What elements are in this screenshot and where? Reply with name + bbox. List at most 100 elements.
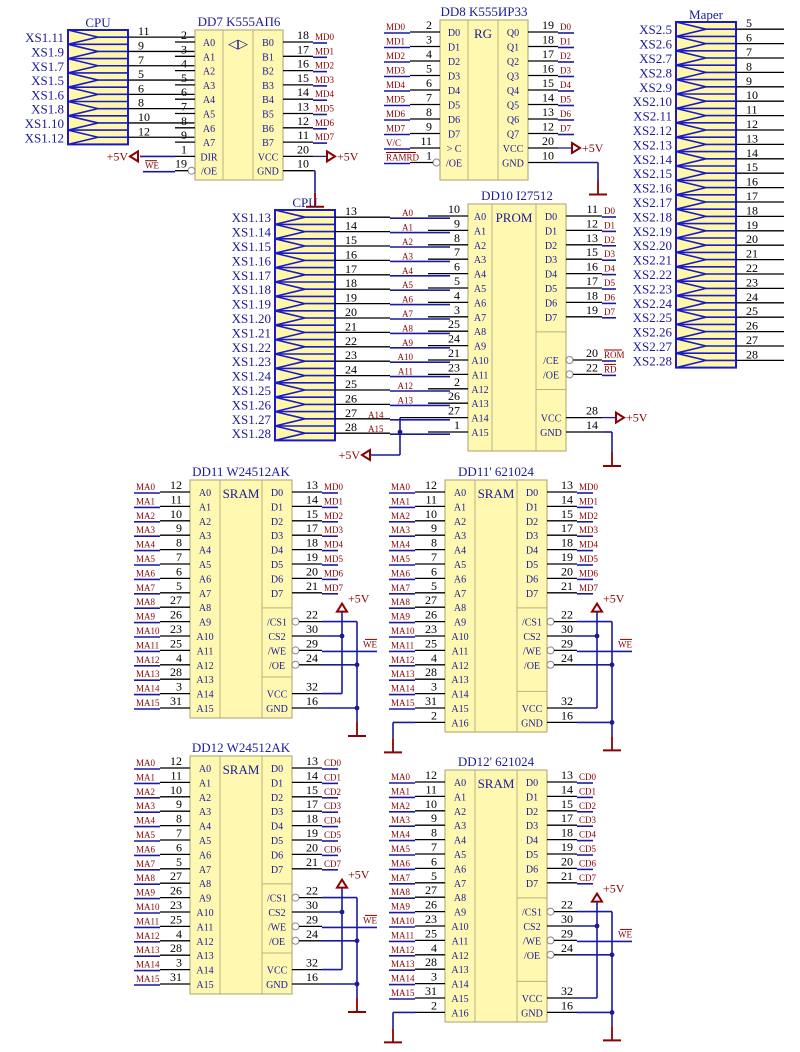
pin-name: /CE [543, 356, 559, 367]
pin-name: B0 [262, 38, 274, 49]
pin-number: 12 [542, 120, 554, 134]
inversion-bubble-icon [546, 646, 555, 655]
pin-name: GND [266, 980, 288, 991]
chip-function-label: SRAM [478, 776, 515, 791]
inversion-bubble-icon [546, 660, 555, 669]
pin-name: /CS1 [522, 618, 542, 629]
pin-number: 17 [345, 262, 357, 276]
net-label: D1 [604, 220, 615, 230]
power-label: +5V [348, 868, 370, 882]
pin-number: 7 [181, 100, 187, 114]
pin-number: 11 [170, 492, 182, 506]
pin-number: 6 [138, 81, 144, 95]
junction-dot [339, 633, 345, 639]
pin-number: 16 [306, 694, 318, 708]
net-label: MD6 [386, 109, 406, 119]
pin-name: GND [540, 428, 562, 439]
connector-pin-label: XS2.11 [633, 109, 672, 124]
pin-name: A1 [203, 52, 215, 63]
pin-name: B5 [262, 110, 274, 121]
pin-name: A9 [199, 894, 211, 905]
pin-name: D6 [271, 850, 283, 861]
pin-name: /OE [524, 661, 540, 672]
net-label: MA6 [136, 568, 156, 578]
pin-name: A8 [474, 327, 486, 338]
ground-symbol [384, 1028, 402, 1044]
net-label: CD2 [579, 801, 596, 811]
connector-pin-label: XS1.17 [232, 268, 272, 283]
net-label: MD5 [386, 95, 406, 105]
chip-body [439, 19, 529, 181]
pin-number: 18 [561, 826, 573, 840]
chip-title: DD7 K555АП6 [198, 14, 281, 29]
pin-name: A8 [199, 603, 211, 614]
pin-number: 22 [746, 261, 758, 275]
pin-name: A11 [197, 922, 214, 933]
pin-name: A7 [474, 313, 486, 324]
pin-number: 13 [561, 478, 573, 492]
pin-number: 2 [454, 375, 460, 389]
pin-name: /OE [269, 661, 285, 672]
pin-number: 5 [181, 71, 187, 85]
net-label: MD1 [386, 37, 405, 47]
pin-number: 18 [297, 28, 309, 42]
pin-name: A9 [454, 618, 466, 629]
net-label: A2 [402, 237, 413, 247]
pin-number: 9 [746, 74, 752, 88]
pin-number: 28 [746, 347, 758, 361]
pin-number: 7 [426, 91, 432, 105]
net-label: CD7 [324, 859, 342, 869]
net-label: MD4 [386, 80, 406, 90]
pin-number: 12 [170, 478, 182, 492]
pin-number: 20 [746, 232, 758, 246]
net-label: MD0 [386, 22, 406, 32]
pin-number: 10 [297, 157, 309, 171]
pin-number: 8 [431, 826, 437, 840]
net-label: MA7 [136, 859, 156, 869]
net-label: MD5 [324, 554, 344, 564]
inversion-bubble-icon [546, 936, 555, 945]
pin-number: 2 [426, 18, 432, 32]
net-label: MA3 [391, 815, 411, 825]
pin-number: 22 [345, 334, 357, 348]
net-label: MD0 [315, 32, 335, 42]
power-arrow-icon [128, 149, 139, 164]
pin-number: 27 [425, 883, 437, 897]
junction-dot [354, 981, 360, 987]
power-arrow-icon [571, 141, 582, 155]
pin-number: 27 [170, 593, 182, 607]
net-label: D3 [560, 66, 571, 76]
pin-name: D3 [448, 72, 460, 83]
pin-name: A9 [474, 342, 486, 353]
power-arrow-icon [335, 601, 349, 613]
net-label: MA13 [391, 959, 415, 969]
net-label: D2 [604, 235, 615, 245]
pin-number: 27 [345, 406, 357, 420]
pin-number: 28 [170, 941, 182, 955]
pin-name: D0 [526, 778, 538, 789]
pin-number: 19 [542, 18, 554, 32]
pin-number: 12 [586, 216, 598, 230]
connector-pin-label: XS2.10 [633, 94, 672, 109]
pin-number: 27 [170, 869, 182, 883]
pin-name: GND [502, 159, 524, 170]
net-label: A5 [402, 280, 413, 290]
pin-number: 19 [746, 218, 758, 232]
power-arrow-icon [335, 877, 349, 889]
pin-number: 6 [454, 260, 460, 274]
pin-number: 16 [586, 260, 598, 274]
pin-number: 28 [586, 404, 598, 418]
pin-name: D3 [526, 821, 538, 832]
power-label: +5V [339, 448, 361, 462]
pin-number: 12 [425, 768, 437, 782]
pin-name: D0 [271, 764, 283, 775]
chip-body [189, 479, 293, 719]
pin-number: 15 [561, 507, 573, 521]
pin-number: 9 [176, 797, 182, 811]
net-label: MA2 [391, 511, 410, 521]
pin-number: 16 [297, 57, 309, 71]
pin-number: 26 [425, 898, 437, 912]
pin-number: 14 [561, 782, 573, 796]
net-label: MA8 [136, 873, 156, 883]
net-label: D4 [560, 80, 571, 90]
